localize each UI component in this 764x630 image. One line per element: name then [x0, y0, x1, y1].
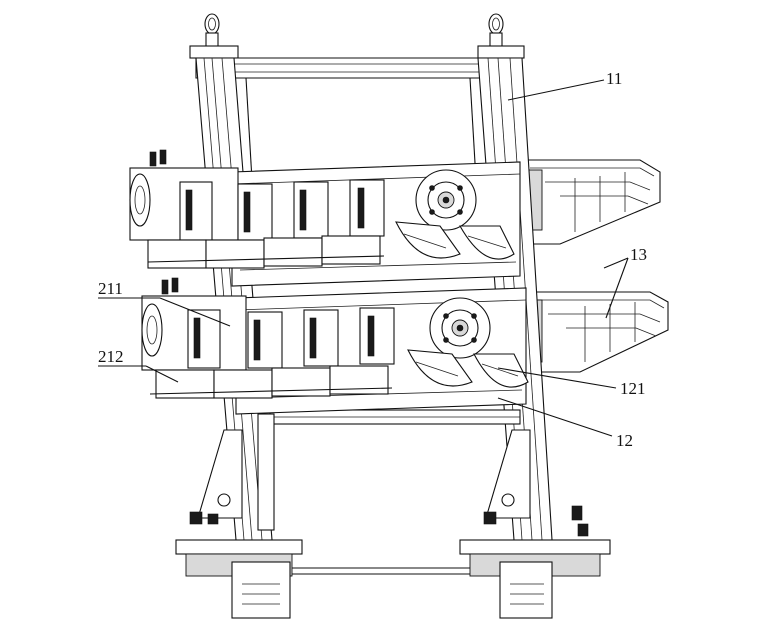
lifting-ring-left — [204, 13, 220, 48]
label-212: 212 — [98, 347, 124, 366]
label-211: 211 — [98, 279, 123, 298]
reference-labels: 11 13 211 212 121 12 — [98, 69, 647, 450]
leader-lines — [98, 79, 629, 437]
label-121: 121 — [620, 379, 646, 398]
label-11: 11 — [606, 69, 622, 88]
rear-tray-upper — [514, 159, 661, 245]
lifting-ring-right — [488, 13, 504, 48]
upper-shelf — [129, 149, 521, 287]
label-13: 13 — [630, 245, 647, 264]
label-12: 12 — [616, 431, 633, 450]
lower-shelf — [141, 277, 529, 531]
lower-wheel — [429, 297, 491, 359]
upper-grippers — [147, 179, 385, 269]
lower-grippers — [149, 307, 395, 399]
upper-wheel — [415, 169, 477, 231]
